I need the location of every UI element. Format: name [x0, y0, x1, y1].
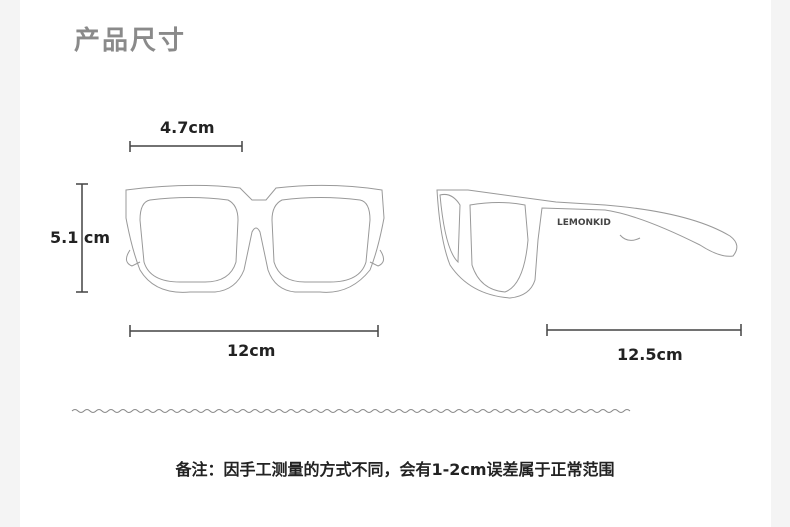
- lens-width-label: 4.7cm: [160, 118, 215, 137]
- brand-logo: LEMONKID: [557, 218, 611, 228]
- product-card: [20, 0, 771, 527]
- dimension-lines: [76, 141, 742, 337]
- lens-height-label: 5.1 cm: [50, 228, 111, 247]
- side-view: [436, 189, 738, 299]
- temple-length-label: 12.5cm: [617, 345, 683, 364]
- frame-width-line: [129, 325, 379, 337]
- lens-height-line: [76, 183, 88, 293]
- frame-width-label: 12cm: [227, 341, 276, 360]
- measurement-note: 备注：因手工测量的方式不同，会有1-2cm误差属于正常范围: [175, 460, 615, 479]
- temple-length-line: [546, 324, 742, 336]
- section-title: 产品尺寸: [74, 26, 187, 56]
- front-view: [125, 184, 385, 293]
- wavy-divider: [71, 409, 631, 413]
- lens-width-line: [129, 141, 243, 152]
